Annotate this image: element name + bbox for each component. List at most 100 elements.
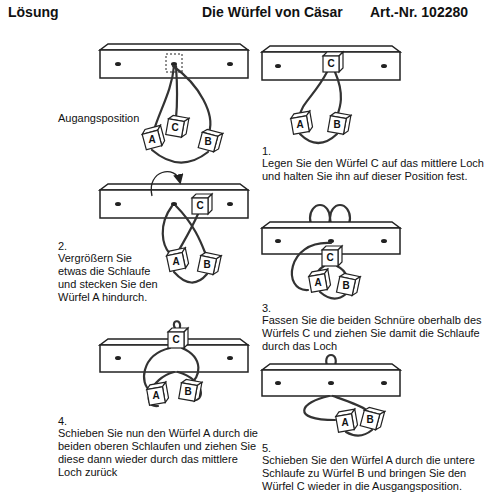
cube-letter: B — [366, 415, 373, 425]
cube-letter: A — [172, 257, 179, 267]
title: Die Würfel von Cäsar — [202, 4, 343, 20]
cube-part — [179, 379, 202, 402]
cube-part — [192, 194, 212, 214]
direction-arrow — [151, 172, 180, 196]
wooden-board — [262, 46, 400, 80]
cube-letter: C — [196, 201, 203, 211]
cord-part — [176, 66, 177, 118]
cube-part-part — [179, 383, 198, 402]
wooden-board-part — [275, 239, 281, 243]
wooden-board — [262, 364, 400, 396]
cube-letter: A — [314, 278, 321, 288]
cube-letter: B — [184, 387, 191, 397]
cord-part — [174, 272, 207, 283]
wooden-board-part — [262, 370, 400, 396]
cube-part-part — [336, 414, 355, 433]
wooden-board-part — [262, 364, 400, 370]
cube-letter: B — [203, 260, 210, 270]
wooden-board-part — [275, 64, 281, 68]
step-number: 4. — [58, 415, 67, 428]
cube-part-part — [198, 256, 217, 275]
step-text: Fassen Sie die beiden Schnüre oberhalb d… — [262, 314, 498, 353]
cord-part — [300, 72, 327, 116]
wooden-board-part — [100, 44, 248, 50]
wooden-board-part — [381, 381, 387, 385]
step-caption: Augangsposition — [58, 112, 139, 125]
step-text: Legen Sie den Würfel C auf das mittlere … — [262, 157, 498, 183]
wooden-board-part — [100, 190, 248, 218]
cube-part-part — [309, 274, 328, 293]
cord — [144, 321, 201, 406]
wooden-board-part — [381, 239, 387, 243]
cube-part — [337, 273, 361, 297]
cube-part-part — [168, 332, 184, 348]
cube — [335, 406, 385, 432]
wooden-board-part — [115, 62, 121, 66]
wooden-board-part — [275, 381, 281, 385]
cube-part — [198, 252, 222, 276]
step-number: 1. — [262, 145, 271, 158]
cube — [166, 194, 222, 275]
cube-part-part — [198, 132, 218, 152]
article-number: Art.-Nr. 102280 — [370, 4, 468, 20]
wooden-board-part — [262, 222, 400, 228]
cord-part — [178, 214, 198, 252]
cube-part-part — [208, 194, 212, 214]
cube-part — [322, 246, 342, 266]
wooden-board-part — [227, 62, 233, 66]
cord-part — [304, 396, 335, 420]
cube-letter: B — [342, 281, 349, 291]
step-number: 3. — [262, 302, 271, 315]
cube-letter: C — [327, 59, 334, 69]
cube-letter: C — [172, 335, 179, 345]
cube-part — [166, 248, 190, 272]
cube-part — [328, 112, 351, 135]
step-text: Vergrößern Sie etwas die Schlaufe und st… — [58, 252, 162, 304]
cube-part — [166, 115, 189, 138]
cube-letter: A — [148, 135, 155, 145]
wooden-board-part — [262, 46, 400, 52]
wooden-board-part — [100, 345, 248, 372]
cube-part-part — [323, 56, 339, 72]
cord-part — [163, 206, 172, 254]
cord-part — [152, 150, 208, 163]
header-label: Lösung — [8, 4, 59, 20]
cube-part-part — [192, 198, 208, 214]
cube-part-part — [322, 250, 338, 266]
cube-part — [335, 409, 358, 432]
cube-part-part — [328, 116, 347, 135]
cube-part-part — [147, 387, 166, 406]
cord — [304, 396, 372, 436]
wooden-board-part — [262, 52, 400, 80]
cube-part-part — [184, 328, 188, 348]
cube-part-part — [339, 52, 343, 72]
cube-part — [146, 382, 169, 405]
cube-part — [290, 111, 313, 134]
cube-letter: A — [152, 391, 159, 401]
step-number: 5. — [262, 442, 271, 455]
cube-part-part — [337, 277, 356, 296]
cube-letter: B — [204, 137, 211, 147]
cube-letter: A — [296, 120, 303, 130]
cord-part — [335, 72, 341, 116]
cube — [141, 115, 223, 153]
wooden-board-part — [115, 356, 121, 360]
cube-letter: A — [341, 418, 348, 428]
wooden-board-part — [115, 202, 121, 206]
step-number: 2. — [58, 240, 67, 253]
cord-part — [333, 396, 366, 410]
cube-part-part — [360, 410, 380, 430]
cube-part-part — [166, 119, 185, 138]
cube-part-part — [338, 246, 342, 266]
cube-part — [168, 328, 188, 348]
cube-part — [323, 52, 343, 72]
cube-part — [141, 125, 165, 149]
wooden-board-part — [227, 356, 233, 360]
cube-part-part — [291, 116, 310, 135]
cube-letter: C — [171, 123, 178, 133]
wooden-board — [100, 184, 248, 218]
cube-part — [198, 128, 222, 152]
cube-letter: B — [333, 120, 340, 130]
cube — [146, 328, 202, 405]
